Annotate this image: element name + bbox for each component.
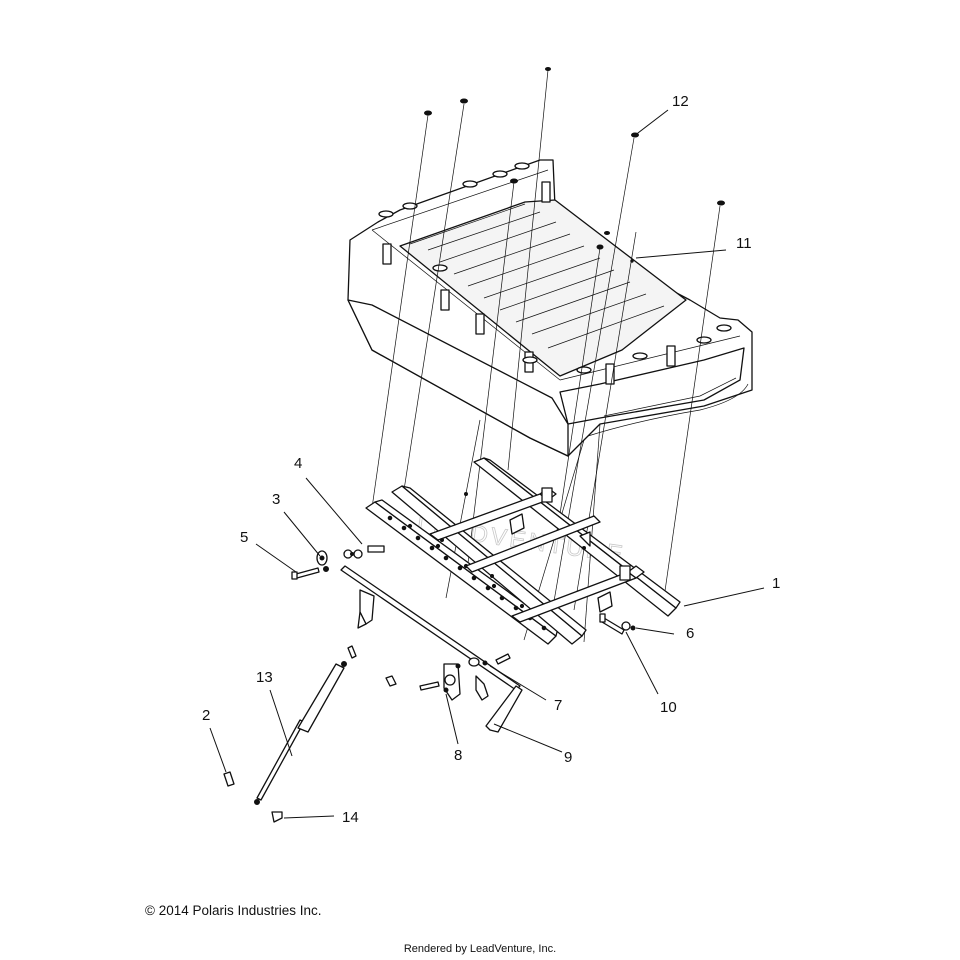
- callout-10: 10: [660, 699, 677, 716]
- callout-11: 11: [736, 235, 752, 252]
- callout-leaders: [209, 109, 765, 819]
- bolt-part-10: [599, 613, 636, 635]
- hinge-bracket-left: [357, 589, 375, 629]
- callout-14: 14: [342, 809, 359, 826]
- callout-8: 8: [454, 747, 462, 764]
- rim-holes: [378, 162, 732, 374]
- bolt-part-8: [419, 674, 456, 693]
- small-pins: [347, 645, 397, 687]
- bolt-part-5: [291, 567, 320, 580]
- pin-part-2: [223, 771, 235, 787]
- callout-5: 5: [240, 529, 248, 546]
- callout-4: 4: [294, 455, 302, 472]
- washer-part-3: [316, 550, 329, 572]
- rendered-by-text: Rendered by LeadVenture, Inc.: [403, 943, 557, 955]
- callout-labels: 1 2 3 4 5 6 7 8 9 10 11 12 13 14: [202, 93, 780, 826]
- callout-13: 13: [256, 669, 273, 686]
- box-frame: [365, 457, 681, 645]
- callout-2: 2: [202, 707, 210, 724]
- pin-part-4: [343, 545, 385, 559]
- clip-part-7: [468, 653, 511, 667]
- copyright-text: © 2014 Polaris Industries Inc.: [145, 903, 322, 918]
- clip-part-14: [271, 811, 283, 823]
- callout-7: 7: [554, 697, 562, 714]
- callout-3: 3: [272, 491, 280, 508]
- bolt-heads: [424, 67, 725, 263]
- callout-12: 12: [672, 93, 689, 110]
- gas-strut-part-13: [254, 661, 347, 805]
- callout-9: 9: [564, 749, 572, 766]
- box-latches: [382, 181, 676, 385]
- cargo-box: [347, 159, 753, 457]
- callout-1: 1: [772, 575, 780, 592]
- callout-6: 6: [686, 625, 694, 642]
